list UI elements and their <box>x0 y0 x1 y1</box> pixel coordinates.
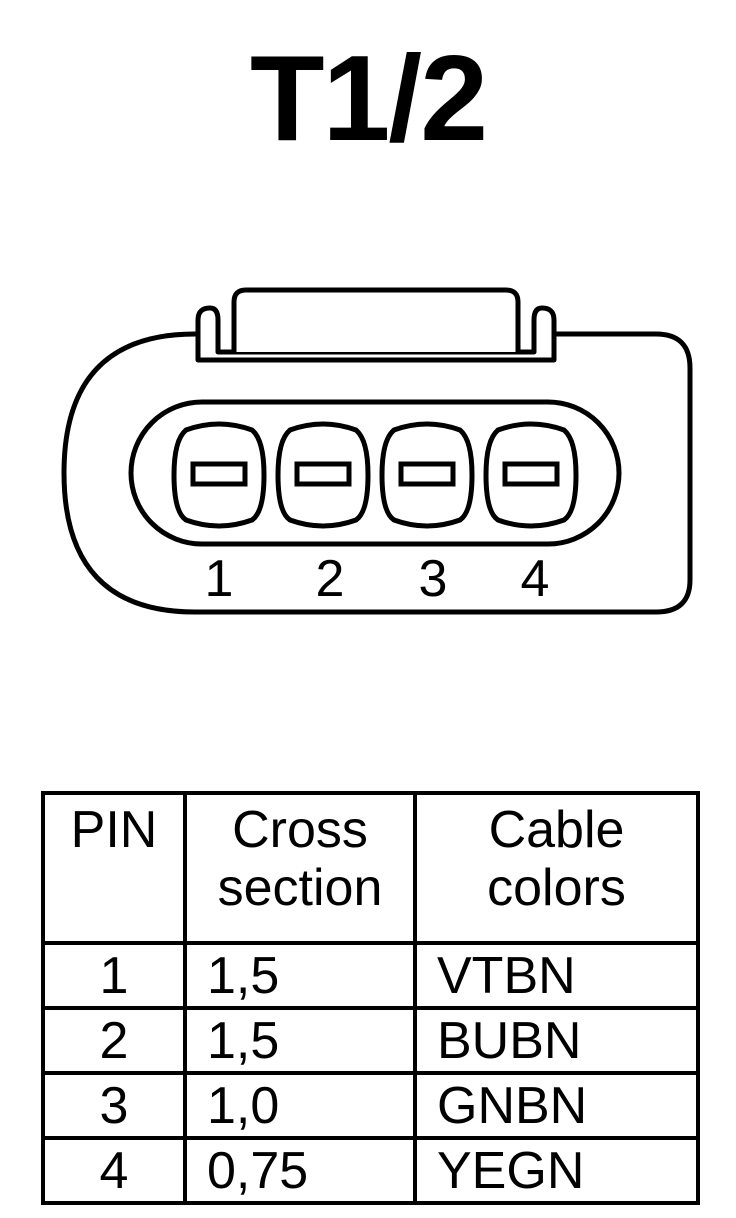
pin-label-2: 2 <box>316 550 345 608</box>
pin-4 <box>483 421 579 529</box>
table-row: 1 1,5 VTBN <box>41 941 700 1010</box>
connector-title: T1/2 <box>249 30 488 166</box>
row-cable-color: VTBN <box>413 941 700 1010</box>
row-cable-color: YEGN <box>413 1136 700 1205</box>
header-color-line1: Cable <box>488 801 625 859</box>
row-cross-section: 1,5 <box>183 1006 417 1075</box>
pin-3 <box>379 421 475 529</box>
header-pin: PIN <box>41 791 187 945</box>
row-cross-section: 1,5 <box>183 941 417 1010</box>
pinout-table: PIN Cross section Cable colors 1 1,5 VTB… <box>41 791 700 1205</box>
row-pin: 4 <box>41 1136 187 1205</box>
pin-label-1: 1 <box>205 550 234 608</box>
row-cross-section: 0,75 <box>183 1136 417 1205</box>
connector-latch-tab <box>231 287 521 352</box>
table-row: 2 1,5 BUBN <box>41 1006 700 1075</box>
table-row: 3 1,0 GNBN <box>41 1071 700 1140</box>
header-cross-line1: Cross <box>232 801 368 859</box>
header-pin-label: PIN <box>70 801 158 859</box>
table-row: 4 0,75 YEGN <box>41 1136 700 1205</box>
pin-label-4: 4 <box>521 550 550 608</box>
header-cross-section: Cross section <box>183 791 417 945</box>
header-color-line2: colors <box>487 859 626 917</box>
table-header-row: PIN Cross section Cable colors <box>41 791 700 945</box>
pin-label-3: 3 <box>419 550 448 608</box>
row-cable-color: BUBN <box>413 1006 700 1075</box>
pin-1 <box>171 421 267 529</box>
row-cable-color: GNBN <box>413 1071 700 1140</box>
row-pin: 2 <box>41 1006 187 1075</box>
row-pin: 1 <box>41 941 187 1010</box>
connector-diagram: 1 2 3 4 <box>61 287 693 615</box>
header-cross-line2: section <box>217 859 383 917</box>
pin-2 <box>275 421 371 529</box>
row-cross-section: 1,0 <box>183 1071 417 1140</box>
row-pin: 3 <box>41 1071 187 1140</box>
connector-latch-bracket <box>195 334 557 363</box>
header-cable-colors: Cable colors <box>413 791 700 945</box>
